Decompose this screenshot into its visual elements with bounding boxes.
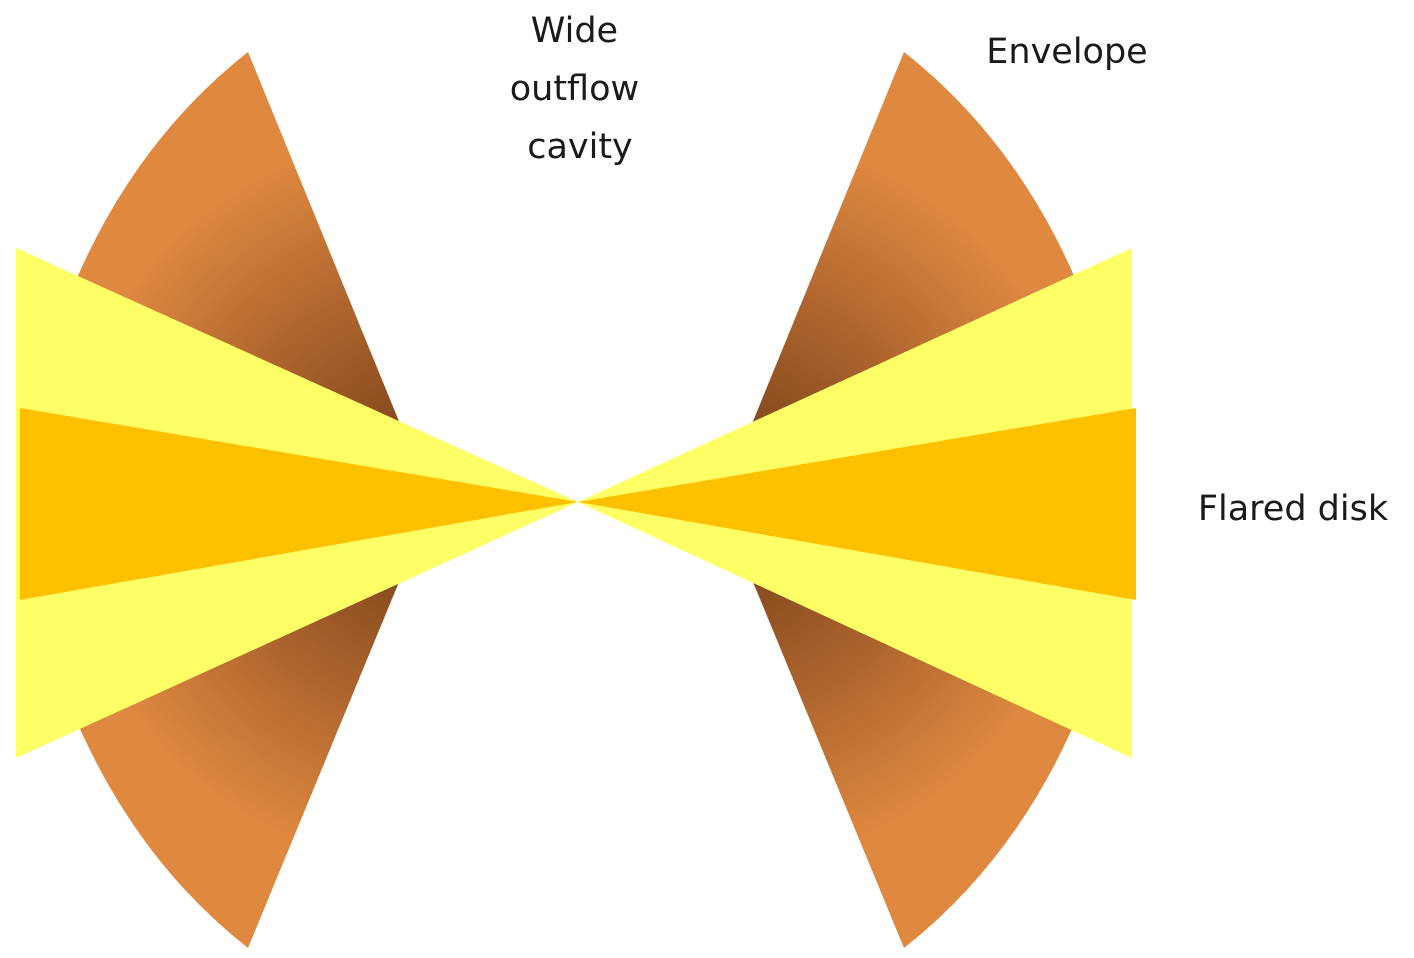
label-cavity-line-1: Wide <box>531 11 618 51</box>
label-cavity-line-2: outflow <box>510 69 639 109</box>
label-envelope: Envelope <box>986 32 1147 72</box>
label-cavity-line-3: cavity <box>527 127 633 167</box>
label-cavity: Wide outflow cavity <box>510 11 651 167</box>
label-flared-disk: Flared disk <box>1198 489 1389 529</box>
